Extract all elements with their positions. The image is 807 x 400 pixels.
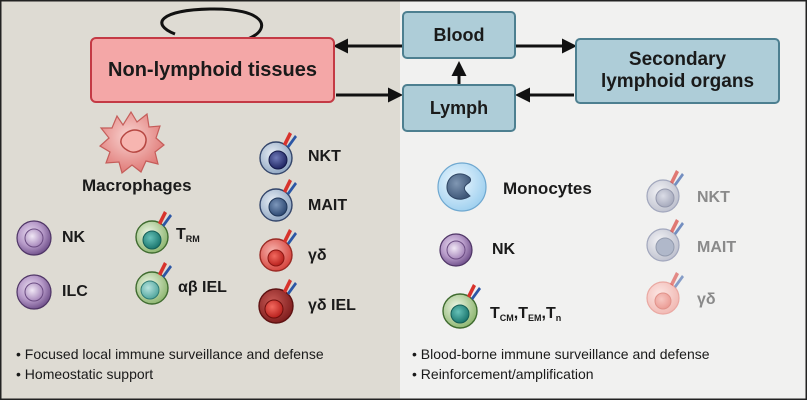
t-subsets-label: TCM,TEM,Tn [490, 306, 561, 323]
t-label-sub1: CM [499, 313, 514, 323]
gd-right-label: γδ [697, 291, 716, 308]
blood-label: Blood [433, 24, 485, 45]
left-bullet-1-text: Focused local immune surveillance and de… [24, 346, 324, 362]
t-cell-receptor-icon [467, 284, 481, 300]
right-bullet-1-text: Blood-borne immune surveillance and defe… [420, 346, 710, 362]
lymph-label: Lymph [429, 97, 489, 118]
secondary-label-line1: Secondary [628, 49, 727, 71]
nkt-right-receptor-icon [670, 170, 684, 186]
trm-label: TRM [176, 227, 200, 244]
left-bullet-2: • Homeostatic support [16, 366, 153, 382]
non-lymphoid-tissues-label: Non-lymphoid tissues [108, 58, 317, 81]
nkt-cell-left-icon [259, 132, 297, 175]
mait-right-label: MAIT [697, 239, 737, 256]
non-lymphoid-tissues-box: Non-lymphoid tissues [90, 37, 335, 103]
nkt-cell-right-icon [646, 170, 684, 213]
left-bullet-2-text: Homeostatic support [24, 366, 154, 382]
trm-receptor-icon [158, 211, 172, 227]
trm-label-main: T [176, 226, 186, 243]
nk-right-label: NK [492, 241, 516, 258]
ab-iel-cell-icon [135, 262, 172, 305]
nk-cell-left-icon [16, 220, 52, 256]
t-label-sub2: EM [528, 313, 542, 323]
ilc-cell-icon [16, 274, 52, 310]
t-label-part2: ,T [513, 305, 528, 322]
gd-cell-left-icon [259, 229, 297, 272]
bullet-symbol: • [412, 366, 417, 382]
trm-cell-icon [135, 211, 172, 254]
right-bullet-2: • Reinforcement/amplification [412, 366, 594, 382]
mait-right-receptor-icon [670, 219, 684, 235]
ilc-label: ILC [62, 283, 88, 300]
left-bullet-1: • Focused local immune surveillance and … [16, 346, 324, 362]
macrophage-icon [98, 110, 165, 175]
lymph-box: Lymph [402, 84, 516, 132]
t-label-part1: T [490, 305, 500, 322]
nk-left-label: NK [62, 229, 86, 246]
bullet-symbol: • [16, 346, 21, 362]
nkt-left-label: NKT [308, 148, 341, 165]
nkt-left-receptor-icon [283, 132, 297, 148]
gd-iel-label: γδ IEL [308, 297, 356, 314]
nk-cell-right-icon [439, 233, 473, 267]
t-label-part3: ,T [541, 305, 556, 322]
tcm-tem-tn-cell-icon [442, 284, 481, 329]
secondary-label-line2: lymphoid organs [600, 71, 755, 92]
bullet-symbol: • [412, 346, 417, 362]
gd-iel-cell-icon [258, 279, 297, 324]
t-label-sub3: n [555, 313, 562, 323]
bullet-symbol: • [16, 366, 21, 382]
mait-cell-left-icon [259, 179, 297, 222]
mait-cell-right-icon [646, 219, 684, 262]
ab-iel-label: αβ IEL [178, 279, 227, 296]
right-bullet-1: • Blood-borne immune surveillance and de… [412, 346, 710, 362]
monocyte-icon [437, 162, 487, 212]
mait-left-label: MAIT [308, 197, 348, 214]
macrophages-label: Macrophages [82, 176, 192, 195]
monocytes-label: Monocytes [503, 179, 592, 198]
secondary-lymphoid-organs-box: Secondary lymphoid organs [575, 38, 780, 104]
ab-iel-receptor-icon [158, 262, 172, 278]
gd-iel-receptor-icon [283, 279, 297, 295]
trm-label-sub: RM [185, 234, 200, 244]
blood-box: Blood [402, 11, 516, 59]
nkt-right-label: NKT [697, 189, 730, 206]
gd-cell-right-icon [646, 272, 684, 315]
right-bullet-2-text: Reinforcement/amplification [420, 366, 594, 382]
gd-left-label: γδ [308, 247, 327, 264]
mait-left-receptor-icon [283, 179, 297, 195]
gd-left-receptor-icon [283, 229, 297, 245]
gd-right-receptor-icon [670, 272, 684, 288]
